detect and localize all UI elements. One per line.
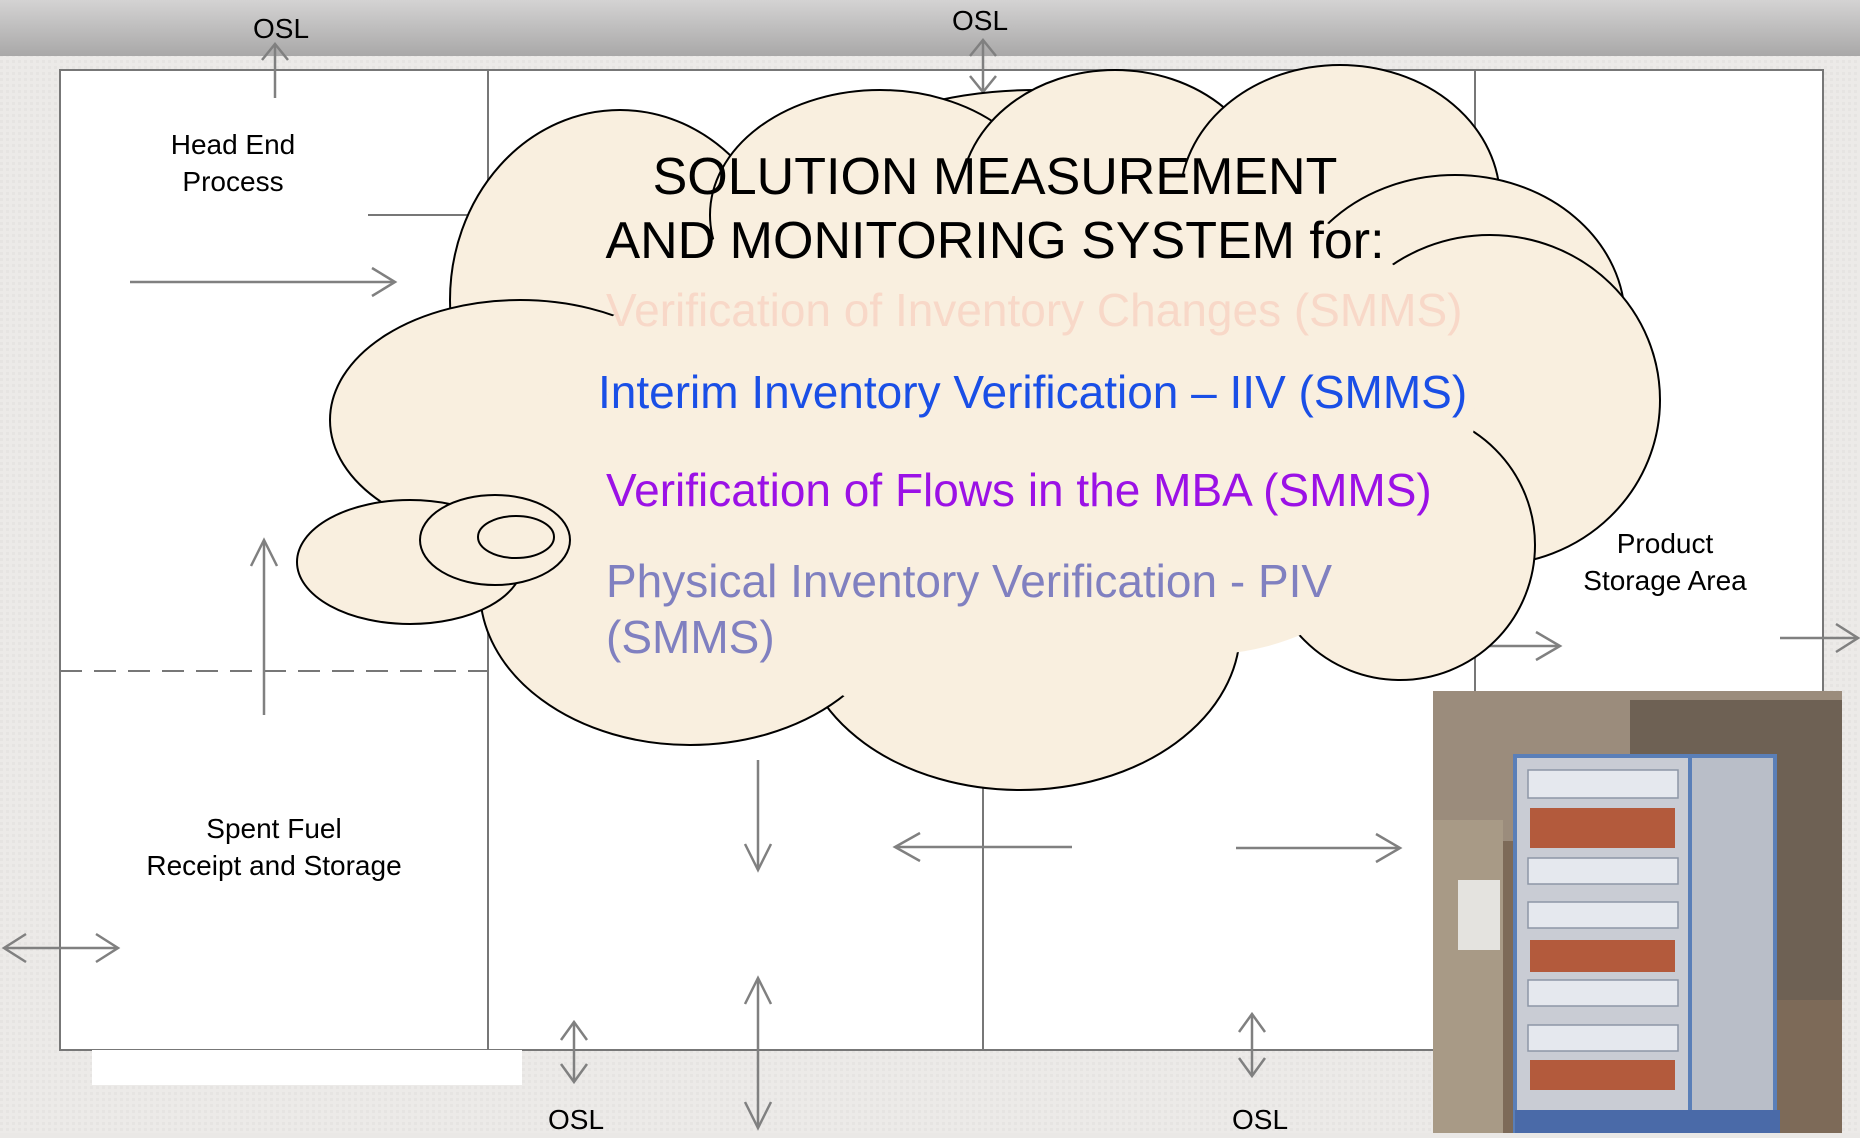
arrow-down-center-left	[743, 760, 773, 873]
equipment-rack-photo	[1433, 691, 1842, 1133]
cloud-item-inventory-changes: Verification of Inventory Changes (SMMS)	[606, 284, 1463, 336]
thought-bubbles	[296, 494, 571, 625]
arrow-left-center	[892, 831, 1072, 863]
thought-cloud	[329, 64, 1661, 791]
arrow-head-end-right	[130, 266, 398, 298]
osl-label-bottom-left: OSL	[548, 1104, 605, 1135]
header-band	[0, 0, 1860, 56]
cloud-item-interim-inventory: Interim Inventory Verification – IIV (SM…	[598, 366, 1468, 418]
arrow-spent-fuel-up	[249, 537, 279, 715]
cloud-title: SOLUTION MEASUREMENT AND MONITORING SYST…	[605, 148, 1385, 270]
arrow-right-center	[1236, 832, 1403, 864]
arrow-right-outside	[1780, 622, 1860, 654]
arrow-osl-bottom-right	[1237, 1011, 1267, 1079]
arrow-osl-bottom-left	[559, 1019, 589, 1085]
cloud-item-flows-mba: Verification of Flows in the MBA (SMMS)	[606, 464, 1432, 516]
spent-fuel-label: Spent Fuel Receipt and Storage	[146, 813, 402, 881]
cloud-item-physical-inventory: Physical Inventory Verification - PIV (S…	[606, 555, 1333, 663]
osl-label-top-center: OSL	[952, 5, 1009, 36]
arrow-osl-top-left	[261, 42, 289, 98]
head-end-label: Head End Process	[170, 129, 296, 197]
arrow-bottom-center-double	[743, 975, 773, 1131]
footer-white-strip	[92, 1050, 522, 1085]
arrow-left-double	[1, 932, 121, 964]
osl-label-bottom-right: OSL	[1232, 1104, 1289, 1135]
osl-label-top-left: OSL	[253, 13, 310, 44]
product-storage-label: Product Storage Area	[1583, 528, 1747, 596]
